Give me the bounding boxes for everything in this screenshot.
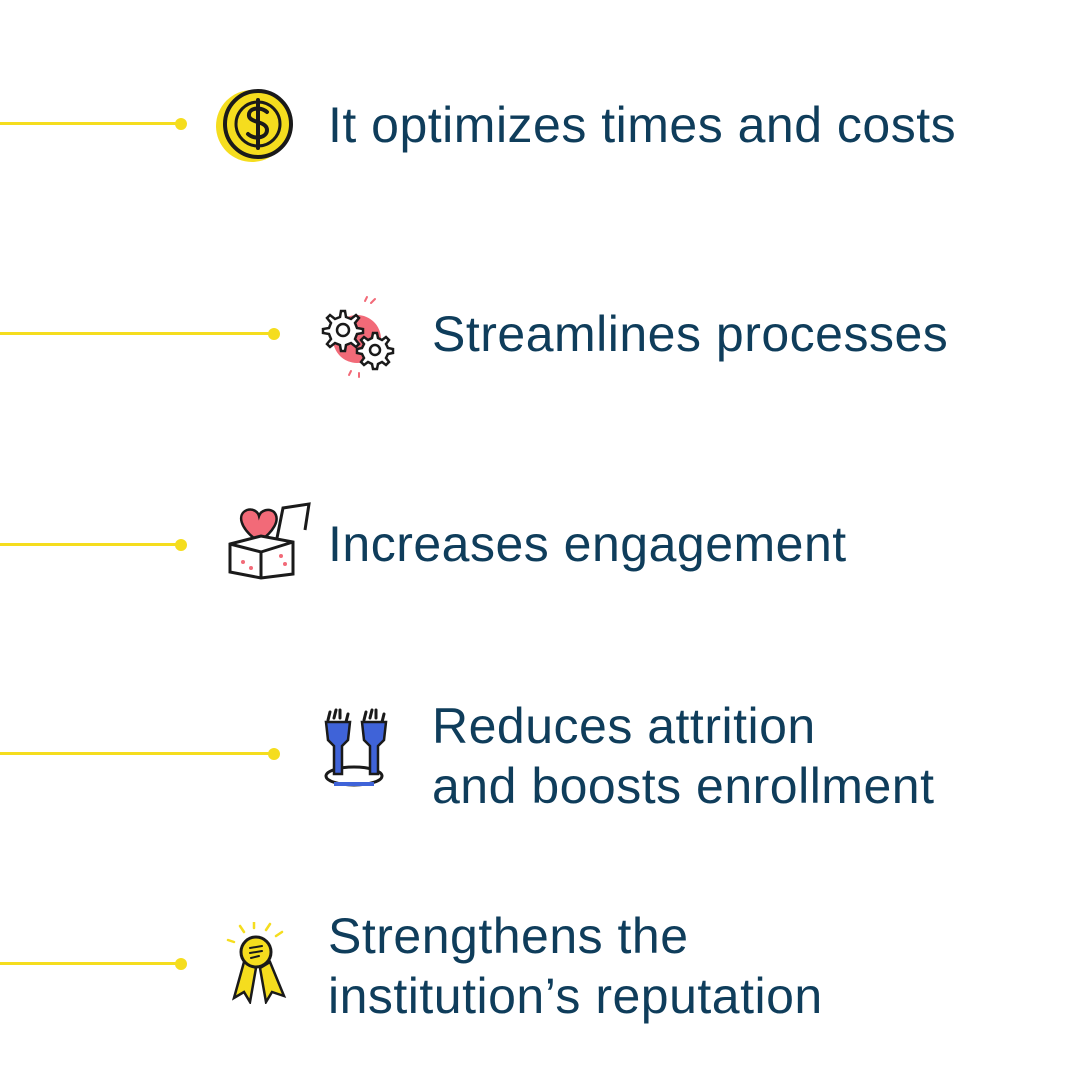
connector-line bbox=[0, 962, 180, 965]
connector-dot bbox=[175, 118, 187, 130]
benefit-item-streamlines: Streamlines processes bbox=[0, 250, 1080, 450]
connector-line bbox=[0, 752, 272, 755]
benefit-label: Strengthens the institution’s reputation bbox=[328, 908, 823, 1024]
benefit-item-reputation: Strengthens the institution’s reputation bbox=[0, 860, 1080, 1081]
benefit-label: Streamlines processes bbox=[432, 306, 949, 362]
benefit-label: It optimizes times and costs bbox=[328, 97, 957, 153]
connector-line bbox=[0, 543, 180, 546]
award-ribbon-icon bbox=[226, 920, 290, 1006]
connector-line bbox=[0, 122, 180, 125]
coin-dollar-icon bbox=[212, 88, 302, 168]
benefit-item-attrition: Reduces attrition and boosts enrollment bbox=[0, 650, 1080, 860]
connector-dot bbox=[175, 958, 187, 970]
heart-box-icon bbox=[225, 498, 315, 582]
benefit-label: Reduces attrition and boosts enrollment bbox=[432, 698, 935, 814]
gears-icon bbox=[315, 295, 401, 379]
benefit-item-engagement: Increases engagement bbox=[0, 450, 1080, 650]
benefit-item-times-costs: It optimizes times and costs bbox=[0, 0, 1080, 250]
benefit-label: Increases engagement bbox=[328, 516, 847, 572]
connector-line bbox=[0, 332, 272, 335]
raised-hands-icon bbox=[320, 708, 390, 794]
connector-dot bbox=[268, 328, 280, 340]
connector-dot bbox=[175, 539, 187, 551]
connector-dot bbox=[268, 748, 280, 760]
